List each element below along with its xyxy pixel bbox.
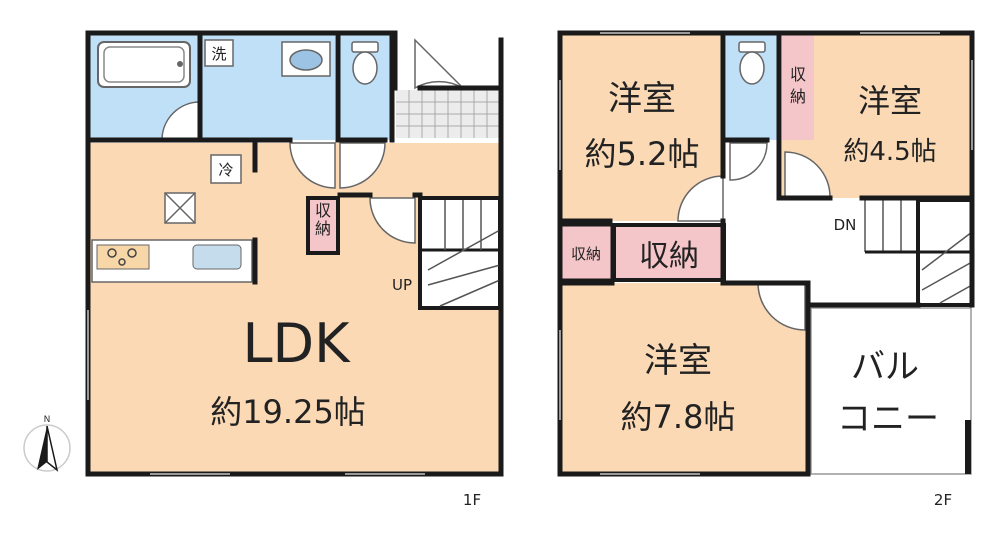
room-b-size: 約4.5帖 xyxy=(843,137,936,167)
washbasin xyxy=(281,41,331,77)
door-wash xyxy=(289,142,336,189)
stairs-1f xyxy=(418,196,502,310)
door-ldk xyxy=(369,197,416,244)
storage-large xyxy=(612,223,726,282)
room-c-name: 洋室 xyxy=(644,341,712,381)
entrance-tile xyxy=(396,90,500,138)
stair-up-label: UP xyxy=(392,276,412,294)
door-toilet-1f xyxy=(339,142,386,189)
door-room-c xyxy=(757,282,806,331)
stair-dn-label: DN xyxy=(834,216,857,234)
stairs-2f xyxy=(864,198,974,307)
storage-small xyxy=(558,223,614,282)
walls-1f xyxy=(85,30,504,477)
toilet-1f xyxy=(351,41,379,85)
door-toilet-2f xyxy=(729,142,768,181)
room-a-size: 約5.2帖 xyxy=(585,135,700,173)
storage-vertical-label: 収納 xyxy=(790,65,806,106)
room-a-name: 洋室 xyxy=(608,79,676,119)
storage-small-label: 収納 xyxy=(571,245,601,263)
fridge-label: 冷 xyxy=(218,161,233,179)
kitchen-counter xyxy=(91,239,253,283)
windows-1f xyxy=(87,310,425,475)
door-entrance xyxy=(414,38,464,90)
floor-1-label: 1F xyxy=(463,491,481,509)
storage-1f xyxy=(306,196,340,255)
washer-label: 洗 xyxy=(211,45,226,63)
balcony-line1: バル xyxy=(851,347,919,387)
storage-large-label: 収納 xyxy=(639,239,699,274)
fridge-space xyxy=(210,154,242,184)
north-label: N xyxy=(44,415,51,425)
compass-icon: N xyxy=(23,415,71,472)
balcony-line2: コニー xyxy=(837,399,939,439)
floor-2: DN 洋室 約5.2帖 洋室 約4.5帖 洋室 約7.8帖 収納 xyxy=(557,30,975,509)
balcony-floor xyxy=(810,307,972,475)
ldk-name: LDK xyxy=(242,312,351,375)
room-c-floor xyxy=(560,283,808,474)
toilet-2f xyxy=(738,41,766,85)
room-c-size: 約7.8帖 xyxy=(621,398,736,436)
room-b-name: 洋室 xyxy=(858,82,922,120)
windows-2f xyxy=(559,32,973,475)
ldk-size: 約19.25帖 xyxy=(210,393,366,431)
storage-1f-label: 収納 xyxy=(315,201,331,238)
floor-1: 洗 冷 収納 xyxy=(85,30,504,509)
washer-space xyxy=(204,39,234,67)
ventilation-icon xyxy=(164,192,196,224)
bathtub xyxy=(97,41,191,88)
floor-2-label: 2F xyxy=(934,491,952,509)
